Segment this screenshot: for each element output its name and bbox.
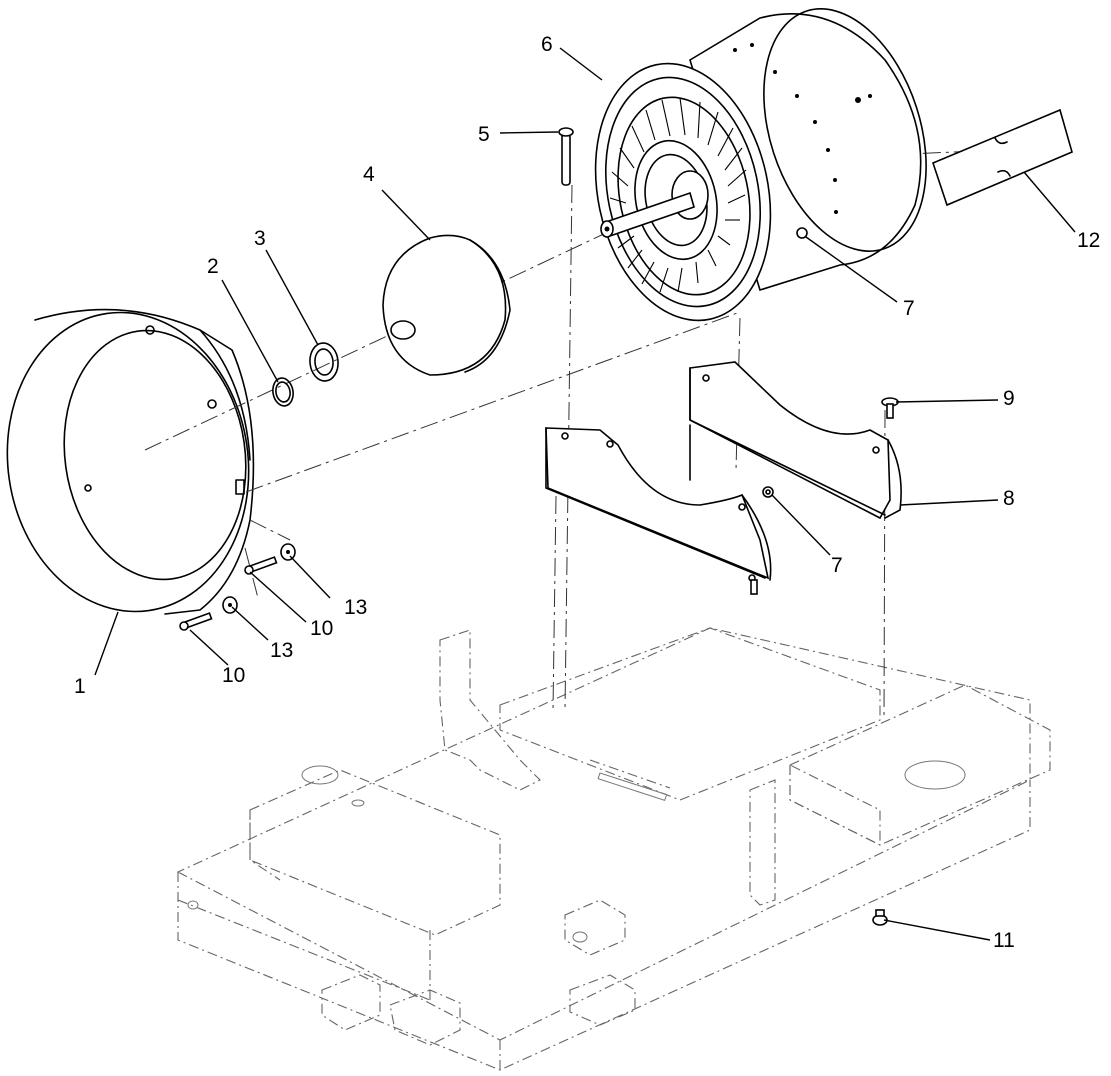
part-7-nuts [762, 486, 774, 498]
part-9-bolt [881, 397, 899, 419]
callout-1: 1 [74, 675, 86, 698]
part-12-decal [932, 108, 1073, 207]
callout-9: 9 [1003, 387, 1015, 410]
callout-6: 6 [541, 33, 553, 56]
callout-13-lower: 13 [270, 639, 294, 662]
part-6-fan-housing [594, 8, 927, 322]
callout-5: 5 [478, 123, 490, 146]
callout-11: 11 [993, 929, 1015, 952]
callout-12: 12 [1077, 229, 1101, 252]
part-3-gasket [309, 342, 339, 382]
callout-7-upper: 7 [903, 297, 915, 320]
callout-3: 3 [254, 227, 266, 250]
part-1-cover [6, 308, 255, 615]
part-5-pin [558, 127, 574, 186]
leader-lines [94, 47, 1076, 941]
callout-8: 8 [1003, 487, 1015, 510]
callout-4: 4 [363, 163, 375, 186]
callout-2: 2 [207, 255, 219, 278]
callout-10-upper: 10 [310, 617, 334, 640]
part-4-dome-cap [382, 234, 511, 376]
callout-10-lower: 10 [222, 664, 246, 687]
part-8-brackets [545, 361, 902, 595]
part-11-nut [872, 909, 888, 926]
chassis-frame [176, 627, 1051, 1071]
callout-7-lower: 7 [831, 554, 843, 577]
part-2-snap-ring [272, 377, 294, 407]
callout-13-upper: 13 [344, 596, 368, 619]
